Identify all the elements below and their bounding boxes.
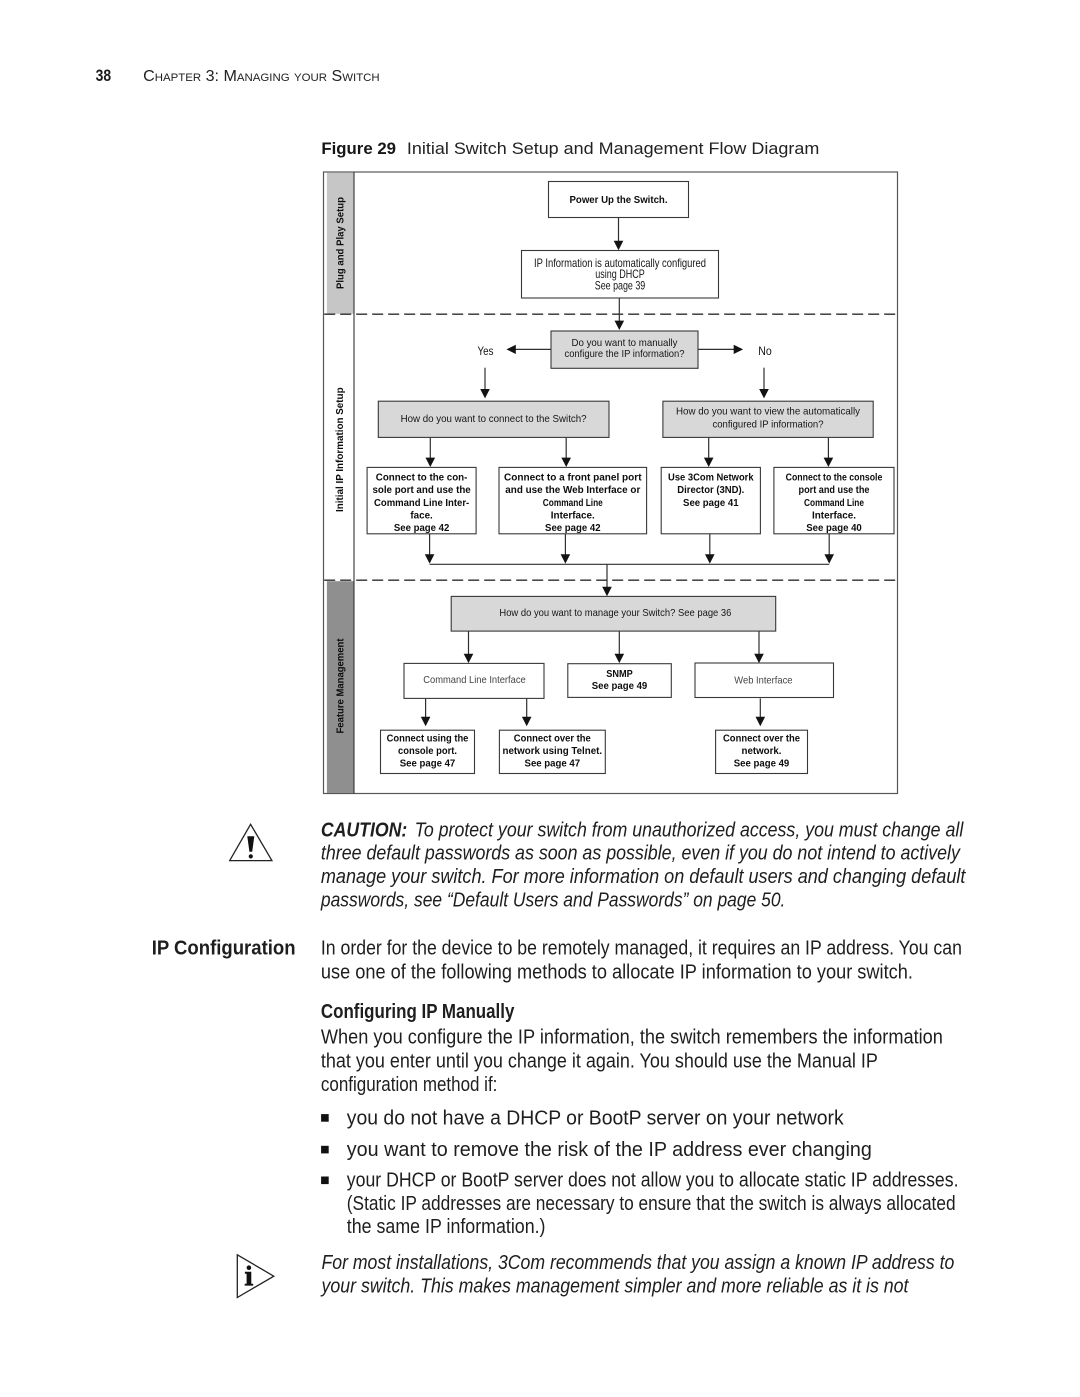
svg-text:Command Line Inter-: Command Line Inter- — [374, 498, 469, 509]
svg-text:See page 40: See page 40 — [806, 523, 862, 534]
svg-text:When you configure the IP info: When you configure the IP information, t… — [321, 1027, 943, 1049]
svg-text:manage your switch. For more i: manage your switch. For more information… — [321, 866, 967, 888]
svg-text:Power Up the Switch.: Power Up the Switch. — [570, 194, 668, 206]
svg-text:using DHCP: using DHCP — [595, 267, 645, 281]
svg-text:Plug and Play Setup: Plug and Play Setup — [335, 197, 347, 289]
svg-text:console port.: console port. — [398, 746, 457, 757]
svg-text:CAUTION:: CAUTION: — [321, 819, 407, 841]
svg-text:IP Information is automaticall: IP Information is automatically configur… — [534, 256, 706, 270]
svg-text:Do you want to manually: Do you want to manually — [572, 337, 679, 349]
svg-text:IP Configuration: IP Configuration — [152, 938, 296, 960]
svg-text:Connect using the: Connect using the — [387, 734, 469, 745]
svg-text:Connect to a front panel port: Connect to a front panel port — [504, 472, 642, 483]
svg-text:See page 49: See page 49 — [734, 759, 790, 770]
svg-text:Initial IP Information Setup: Initial IP Information Setup — [334, 387, 346, 512]
svg-text:See page 42: See page 42 — [545, 523, 601, 534]
svg-text:network using Telnet.: network using Telnet. — [503, 746, 603, 757]
svg-text:the same IP information.): the same IP information.) — [347, 1216, 546, 1238]
svg-text:port and use the: port and use the — [799, 485, 870, 496]
svg-text:How do you want to manage your: How do you want to manage your Switch? S… — [499, 607, 731, 619]
svg-text:three default passwords as soo: three default passwords as soon as possi… — [321, 843, 961, 865]
svg-text:38: 38 — [96, 67, 112, 85]
svg-text:your DHCP or BootP server does: your DHCP or BootP server does not allow… — [347, 1170, 959, 1192]
svg-text:Use 3Com Network: Use 3Com Network — [668, 472, 754, 483]
svg-text:How do you want to view the au: How do you want to view the automaticall… — [676, 406, 861, 418]
svg-text:Feature Management: Feature Management — [335, 638, 347, 733]
svg-text:Command Line Interface: Command Line Interface — [423, 674, 526, 686]
svg-text:Interface.: Interface. — [551, 511, 595, 522]
svg-text:Configuring IP Manually: Configuring IP Manually — [321, 1001, 515, 1023]
svg-text:Director (3ND).: Director (3ND). — [677, 485, 744, 496]
svg-text:No: No — [758, 344, 772, 358]
svg-text:Command Line: Command Line — [804, 498, 864, 509]
svg-text:Connect to the console: Connect to the console — [786, 472, 883, 483]
svg-text:Figure 29: Figure 29 — [321, 139, 396, 158]
svg-text:Chapter 3: Managing your Switc: Chapter 3: Managing your Switch — [143, 68, 380, 85]
svg-text:sole port and use the: sole port and use the — [372, 485, 471, 496]
svg-text:you want to remove the risk of: you want to remove the risk of the IP ad… — [347, 1139, 872, 1161]
svg-text:Interface.: Interface. — [812, 511, 856, 522]
svg-text:you do not have a DHCP or Boot: you do not have a DHCP or BootP server o… — [347, 1107, 845, 1129]
svg-text:SNMP: SNMP — [606, 669, 633, 680]
svg-text:Yes: Yes — [478, 344, 494, 358]
svg-text:See page 39: See page 39 — [595, 278, 646, 292]
svg-text:configuration method if:: configuration method if: — [321, 1074, 498, 1096]
svg-text:(Static IP addresses are neces: (Static IP addresses are necessary to en… — [347, 1193, 956, 1215]
svg-text:See page 47: See page 47 — [525, 759, 581, 770]
svg-text:use one of the following metho: use one of the following methods to allo… — [321, 961, 913, 983]
svg-text:configured IP information?: configured IP information? — [713, 418, 824, 430]
svg-text:How do you want to connect to: How do you want to connect to the Switch… — [401, 413, 587, 425]
svg-text:See page 49: See page 49 — [592, 681, 648, 692]
svg-text:Initial Switch Setup and Manag: Initial Switch Setup and Management Flow… — [407, 139, 819, 158]
svg-text:face.: face. — [410, 511, 433, 522]
svg-text:Connect over the: Connect over the — [514, 734, 592, 745]
svg-text:your switch. This makes manage: your switch. This makes management simpl… — [320, 1275, 910, 1297]
svg-text:To protect your switch from un: To protect your switch from unauthorized… — [415, 819, 964, 841]
svg-text:For most installations, 3Com r: For most installations, 3Com recommends … — [322, 1252, 955, 1274]
svg-text:and use the Web Interface or: and use the Web Interface or — [505, 485, 640, 496]
svg-text:Connect over the: Connect over the — [723, 734, 801, 745]
svg-text:Command Line: Command Line — [543, 498, 603, 509]
svg-text:In order for the device to be: In order for the device to be remotely m… — [321, 938, 962, 960]
svg-text:that you enter until you chang: that you enter until you change it again… — [321, 1050, 878, 1072]
svg-text:Web Interface: Web Interface — [734, 675, 792, 687]
svg-text:passwords, see “Default Users: passwords, see “Default Users and Passwo… — [320, 889, 785, 911]
svg-text:Connect to the con-: Connect to the con- — [376, 472, 468, 483]
svg-text:See page 47: See page 47 — [400, 759, 456, 770]
svg-text:network.: network. — [742, 746, 782, 757]
svg-text:See page 42: See page 42 — [394, 523, 450, 534]
svg-text:See page 41: See page 41 — [683, 498, 739, 509]
svg-text:configure the IP information?: configure the IP information? — [565, 348, 685, 360]
